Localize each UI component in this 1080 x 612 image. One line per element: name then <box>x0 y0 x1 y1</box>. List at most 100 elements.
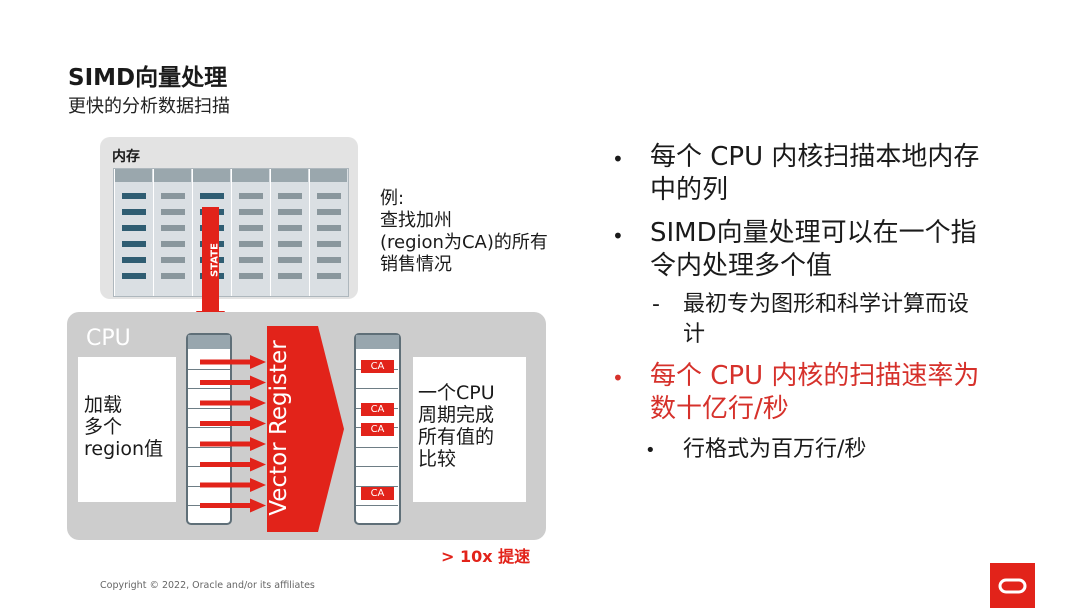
bullet-dot: • <box>612 147 624 171</box>
memory-cell <box>239 273 263 279</box>
slide-subtitle: 更快的分析数据扫描 <box>68 96 230 117</box>
memory-cell <box>122 209 146 215</box>
memory-cell <box>239 209 263 215</box>
memory-cell <box>239 225 263 231</box>
register-row-divider <box>356 505 398 506</box>
vector-register-label: Vector Register <box>266 340 292 516</box>
register-row-divider <box>188 368 230 370</box>
register-row-divider <box>356 388 398 389</box>
ca-tag: CA <box>361 487 394 500</box>
register-row-divider <box>188 388 230 389</box>
memory-column-header <box>154 169 191 182</box>
load-arrow-head <box>250 457 266 472</box>
bullet-text: 令内处理多个值 <box>650 251 833 281</box>
load-values-text: 加载 多个 region值 <box>84 394 163 460</box>
compare-box <box>413 357 526 502</box>
memory-cell <box>317 273 341 279</box>
memory-cell <box>122 225 146 231</box>
bullet-text: 每个 CPU 内核扫描本地内存 <box>650 142 980 172</box>
memory-column-header <box>232 169 269 182</box>
vector-register-arrow <box>267 326 344 532</box>
state-label: STATE <box>209 243 221 277</box>
example-line: 查找加州 <box>380 210 452 231</box>
slide-title: SIMD向量处理 <box>68 65 228 91</box>
memory-column-header <box>193 169 230 182</box>
load-arrow-head <box>250 498 266 513</box>
memory-column-header <box>115 169 152 182</box>
register-row-divider <box>188 407 230 409</box>
load-arrow-head <box>250 396 266 410</box>
bullet-text: 中的列 <box>650 175 729 205</box>
memory-cell <box>278 257 302 263</box>
load-arrow-shaft <box>200 503 252 508</box>
register-row-divider <box>188 446 230 448</box>
compare-line: 周期完成 <box>418 404 495 426</box>
memory-column-header <box>310 169 347 182</box>
sub-bullet-text: 计 <box>683 322 706 347</box>
load-arrow-shaft <box>200 359 252 365</box>
load-line: 加载 <box>84 394 123 416</box>
load-arrow-shaft <box>200 441 252 447</box>
example-line: 例: <box>380 188 405 209</box>
oracle-logo-icon <box>998 578 1027 594</box>
memory-column <box>231 169 269 296</box>
memory-cell <box>317 241 341 247</box>
ca-tag: CA <box>361 360 394 373</box>
register-row-divider <box>356 446 398 448</box>
memory-column <box>114 169 152 296</box>
example-line: (region为CA)的所有 <box>380 232 548 253</box>
memory-column-header <box>271 169 308 182</box>
load-line: region值 <box>84 438 164 460</box>
register-row-divider <box>356 485 398 487</box>
bullet-dot: • <box>612 366 624 390</box>
cpu-label: CPU <box>86 326 131 351</box>
memory-cell <box>161 225 185 231</box>
memory-cell <box>239 193 263 199</box>
load-arrow-head <box>250 437 266 451</box>
ca-tag: CA <box>361 403 394 416</box>
load-arrow-shaft <box>200 380 252 385</box>
register-row-divider <box>188 427 230 428</box>
sub-bullet-text: 最初专为图形和科学计算而设 <box>683 292 970 317</box>
load-arrows <box>200 355 266 513</box>
memory-cell <box>161 273 185 279</box>
memory-cell <box>278 209 302 215</box>
memory-cell <box>161 241 185 247</box>
memory-column <box>270 169 308 296</box>
load-arrow-shaft <box>200 462 252 467</box>
memory-cell <box>278 241 302 247</box>
memory-cell <box>161 209 185 215</box>
load-arrow-shaft <box>200 421 252 426</box>
memory-cell <box>278 273 302 279</box>
load-arrow-head <box>250 355 266 369</box>
ca-tag: CA <box>361 423 394 436</box>
sub-bullet-dot: • <box>645 440 656 461</box>
memory-cell <box>200 193 224 199</box>
memory-cell <box>317 257 341 263</box>
input-register <box>186 333 232 525</box>
register-row-divider <box>356 466 398 467</box>
sub-bullet-dash: - <box>652 292 660 317</box>
load-line: 多个 <box>84 416 123 438</box>
bullet-dot: • <box>612 224 624 248</box>
memory-cell <box>278 225 302 231</box>
memory-label: 内存 <box>112 149 140 165</box>
load-arrow-shaft <box>200 482 252 488</box>
memory-cell <box>161 193 185 199</box>
copyright-text: Copyright © 2022, Oracle and/or its affi… <box>100 580 315 591</box>
oracle-logo <box>990 563 1035 608</box>
memory-table <box>113 168 349 297</box>
speedup-label: > 10x 提速 <box>441 547 531 566</box>
memory-column <box>153 169 191 296</box>
memory-cell <box>161 257 185 263</box>
input-register-header <box>188 335 230 349</box>
memory-cell <box>239 241 263 247</box>
example-text: 例: 查找加州 (region为CA)的所有 销售情况 <box>380 188 548 276</box>
load-arrow-head <box>250 375 266 390</box>
compare-line: 比较 <box>418 448 457 470</box>
compare-text: 一个CPU 周期完成 所有值的 比较 <box>418 382 495 470</box>
memory-column <box>309 169 347 296</box>
load-arrow-shaft <box>200 400 252 406</box>
example-line: 销售情况 <box>380 254 452 275</box>
memory-cell <box>278 193 302 199</box>
